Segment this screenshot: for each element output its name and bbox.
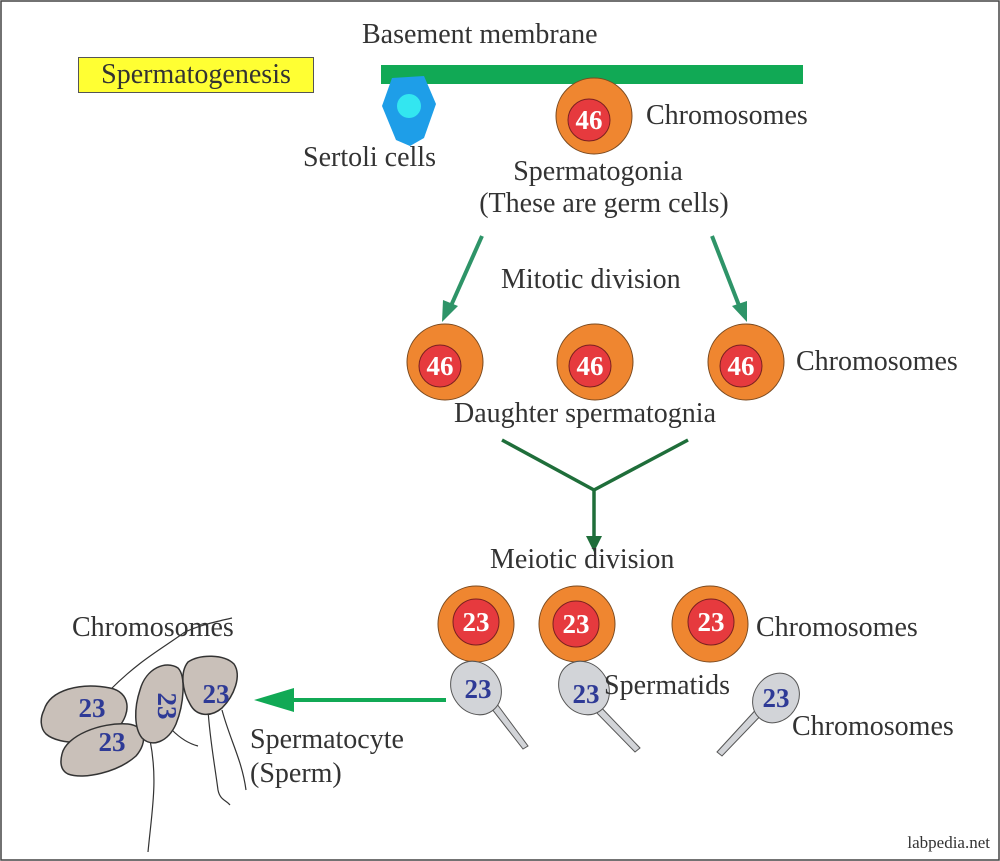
chromosomes-label-meiotic: Chromosomes [756,612,918,643]
spermatid-count-1: 23 [465,674,492,704]
spermatid-1: 23 [450,660,529,750]
spermatocyte-label: Spermatocyte [250,724,404,755]
spermatogonia-cell: 46 [555,77,633,155]
spermatogonia-label: Spermatogonia [513,156,683,187]
mitotic-arrow-left [448,235,484,309]
basement-membrane-bar [381,65,803,84]
chromosomes-label-top: Chromosomes [646,100,808,131]
spermatid-3: 23 [716,672,800,757]
sperm-count-3: 23 [152,693,182,720]
sperm-2: 23 [60,723,145,777]
basement-membrane-label: Basement membrane [362,19,598,50]
mitotic-arrow-right-head [732,301,747,322]
sperm-count-4: 23 [203,679,230,709]
daughter-cell-3: 46 [707,323,785,401]
sperm-arrow-head [254,688,294,712]
daughter-count-3: 46 [728,351,755,381]
daughter-cell-1: 46 [406,323,484,401]
watermark: labpedia.net [907,833,990,852]
title-box: Spermatogenesis [78,57,314,93]
spermatids-label: Spermatids [604,670,730,701]
germ-cells-note: (These are germ cells) [479,188,729,219]
mitotic-division-label: Mitotic division [501,264,681,295]
meiotic-count-3: 23 [698,607,725,637]
chromosomes-label-spermatids: Chromosomes [792,711,954,742]
spermatid-2: 23 [558,660,641,753]
daughter-cell-2: 46 [556,323,634,401]
mitotic-arrow-right [710,235,742,309]
sperm-label: (Sperm) [250,758,342,789]
chromosomes-label-daughter: Chromosomes [796,346,958,377]
meiotic-count-1: 23 [463,607,490,637]
daughter-spermatogonia-label: Daughter spermatognia [453,398,717,429]
sertoli-nucleus [397,94,421,118]
spermatogonia-count: 46 [576,105,603,135]
meiotic-merge-arrow [501,438,689,552]
chromosomes-label-sperm: Chromosomes [72,612,234,643]
spermatid-count-2: 23 [573,679,600,709]
daughter-count-1: 46 [427,351,454,381]
mitotic-arrow-left-head [442,300,458,322]
sperm-count-1: 23 [79,693,106,723]
meiotic-cell-3: 23 [671,585,749,663]
sperm-3: 23 [135,664,184,744]
daughter-count-2: 46 [577,351,604,381]
meiotic-count-2: 23 [563,609,590,639]
meiotic-cell-2: 23 [538,585,616,663]
sperm-tails [109,617,247,853]
spermatid-count-3: 23 [763,683,790,713]
meiotic-cell-1: 23 [437,585,515,663]
sperm-count-2: 23 [99,727,126,757]
sertoli-cells-label: Sertoli cells [303,142,436,173]
sperm-4: 23 [182,655,238,716]
meiotic-division-label: Meiotic division [490,544,675,575]
